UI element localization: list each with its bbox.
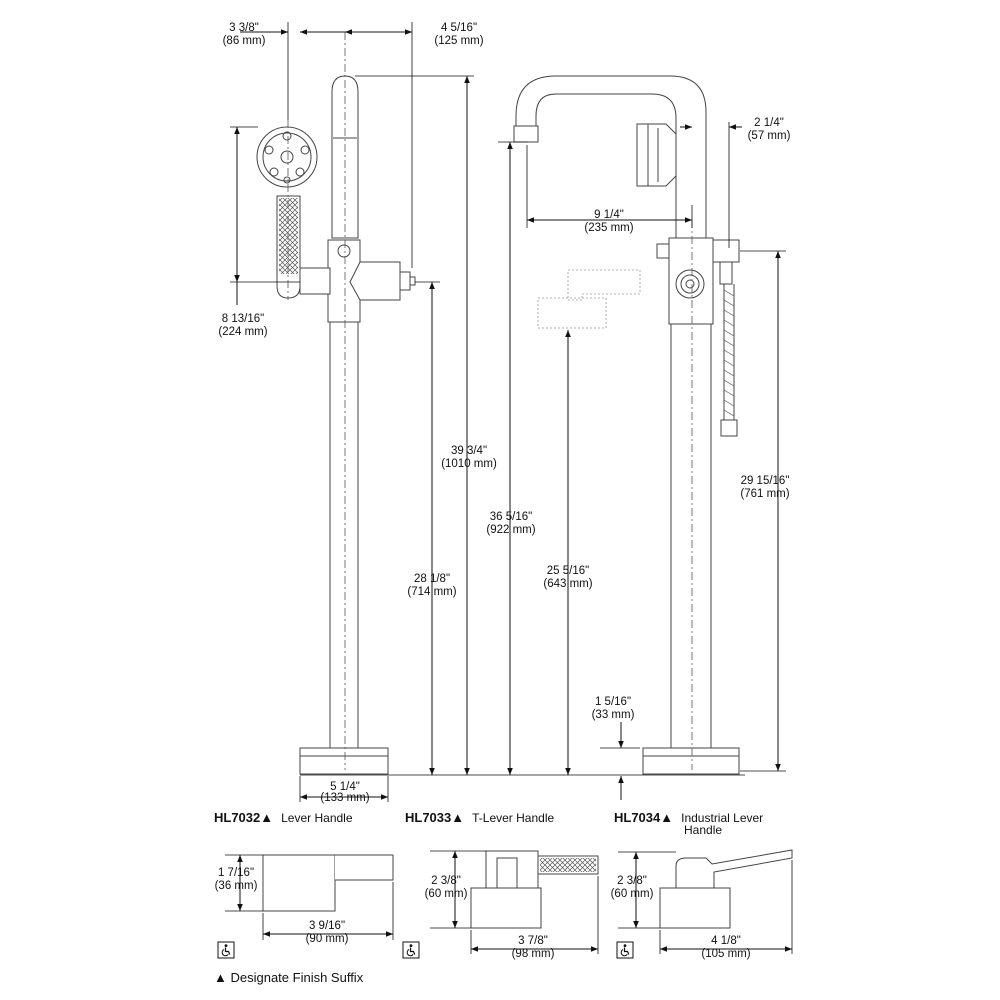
handle-label-hl7033: HL7033▲T-Lever Handle	[405, 810, 554, 825]
dim-label-2-1-4: 2 1/4"(57 mm)	[748, 117, 791, 142]
dim-label-25-5-16: 25 5/16"(643 mm)	[543, 565, 592, 590]
dim-label-4-1-8: 4 1/8"(105 mm)	[701, 935, 750, 960]
valve-handle-front	[675, 269, 705, 299]
dim-label-9-1-4: 9 1/4"(235 mm)	[584, 209, 633, 234]
hl7034-industrial-lever-handle-detail	[659, 849, 793, 929]
faucet-side-view	[256, 75, 416, 775]
dim-label-5-1-4: 5 1/4"(133 mm)	[320, 781, 369, 804]
handshower-head	[256, 126, 318, 188]
dim-label-28-1-8: 28 1/8"(714 mm)	[407, 573, 456, 598]
valve-indicator	[337, 244, 351, 258]
dim-label-2-3-8-b: 2 3/8"(60 mm)	[611, 875, 654, 900]
dim-label-36-5-16: 36 5/16"(922 mm)	[486, 511, 535, 536]
dim-label-29-15-16: 29 15/16"(761 mm)	[740, 475, 789, 500]
dim-label-4-5-16: 4 5/16"(125 mm)	[434, 22, 483, 47]
base-flange	[299, 747, 389, 775]
dim-label-1-7-16: 1 7/16"(36 mm)	[215, 867, 258, 892]
handle-label-hl7034: HL7034▲Industrial Lever	[614, 810, 763, 825]
dim-label-2-3-8-a: 2 3/8"(60 mm)	[425, 875, 468, 900]
dim-label-3-9-16: 3 9/16"(90 mm)	[306, 920, 349, 945]
handshower-holder	[299, 267, 331, 295]
spout-outlet	[513, 125, 539, 143]
wheelchair-accessibility-icon	[616, 941, 634, 959]
faucet-front-view	[513, 75, 740, 775]
riser-tube-front	[670, 319, 712, 749]
hose-connector	[712, 239, 740, 263]
dim-label-3-7-8: 3 7/8"(98 mm)	[512, 935, 555, 960]
hl7032-lever-handle-detail	[262, 854, 394, 912]
dim-label-3-3-8: 3 3/8"(86 mm)	[223, 22, 266, 47]
hose-nut	[720, 419, 738, 437]
base-flange-front	[642, 747, 740, 775]
riser-tube	[329, 297, 359, 749]
dim-label-1-5-16: 1 5/16"(33 mm)	[592, 696, 635, 721]
handshower-front	[636, 123, 677, 187]
wheelchair-accessibility-icon	[217, 941, 235, 959]
dim-label-39-3-4: 39 3/4"(1010 mm)	[441, 445, 497, 470]
handle-label-hl7034-line2: Handle	[684, 823, 722, 837]
lever-handle	[349, 261, 401, 301]
handle-label-hl7032: HL7032▲Lever Handle	[214, 810, 353, 825]
finish-suffix-footnote: ▲ Designate Finish Suffix	[214, 970, 364, 985]
handshower-ghost	[567, 269, 641, 301]
hl7033-t-lever-handle-detail	[470, 850, 599, 929]
dim-label-8-13-16: 8 13/16"(224 mm)	[218, 313, 267, 338]
wheelchair-accessibility-icon	[402, 941, 420, 959]
